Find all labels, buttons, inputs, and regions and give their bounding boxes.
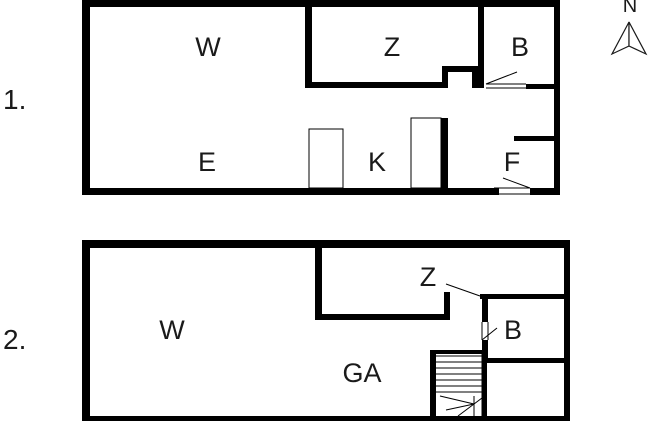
- floor-2-label: 2.: [3, 324, 26, 355]
- north-arrow: N: [610, 0, 648, 56]
- room-label: K: [368, 147, 386, 177]
- kitchen-counter: [308, 128, 344, 189]
- kitchen-counter: [410, 117, 442, 189]
- room-label: W: [159, 315, 185, 345]
- north-label: N: [623, 0, 637, 17]
- door-swing: [502, 177, 531, 189]
- floor-2-details: [430, 283, 498, 421]
- room-label: B: [511, 32, 529, 62]
- staircase: [430, 350, 483, 421]
- north-arrow-icon: [610, 21, 648, 56]
- floor-1-walls: [82, 0, 560, 195]
- room-label: B: [504, 315, 522, 345]
- room-label: W: [195, 32, 221, 62]
- floor-1-details: [308, 71, 531, 195]
- floor-2-walls: [82, 240, 570, 421]
- label-leader-line: [445, 283, 481, 297]
- floor-1-room-labels: W Z B E K F: [195, 32, 529, 177]
- room-label: Z: [420, 262, 437, 292]
- room-label: F: [504, 147, 521, 177]
- door-swing: [485, 71, 518, 85]
- floor-2-room-labels: W Z B GA: [159, 262, 522, 388]
- floor-1-plan: 1.: [3, 0, 560, 195]
- room-label: GA: [342, 358, 381, 388]
- room-label: Z: [384, 32, 401, 62]
- room-label: E: [198, 147, 216, 177]
- floor-1-label: 1.: [3, 84, 26, 115]
- door-swing: [481, 327, 498, 341]
- floor-2-plan: 2.: [3, 240, 570, 421]
